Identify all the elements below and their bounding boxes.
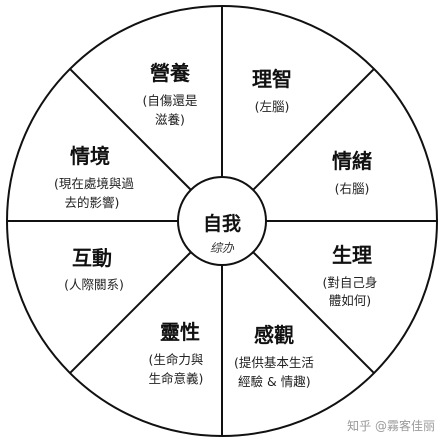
segment-title: 靈性	[160, 320, 200, 344]
spoke-line	[69, 68, 192, 191]
segment-subtitle: 體如何)	[329, 293, 371, 308]
segment-situation: 情境 (現在處境與過 去的影響)	[54, 144, 134, 210]
segment-subtitle: 經驗 & 情趣)	[238, 374, 311, 389]
segment-title: 情緒	[332, 149, 372, 173]
segment-subtitle: 生命意義)	[149, 371, 204, 386]
segment-interaction: 互動 (人際關系)	[64, 246, 124, 292]
segment-title: 營養	[150, 61, 191, 85]
segment-subtitle: (現在處境與過	[54, 176, 134, 191]
segment-subtitle: (左腦)	[255, 99, 290, 114]
segment-title: 互動	[72, 246, 112, 270]
segment-subtitle: 滋養)	[155, 112, 185, 127]
segment-title: 情境	[70, 144, 110, 168]
segment-nutrition: 營養 (自傷還是 滋養)	[143, 61, 198, 127]
segment-title: 理智	[252, 67, 292, 91]
spoke-line	[252, 251, 375, 374]
segment-spirituality: 靈性 (生命力與 生命意義)	[149, 320, 204, 386]
hub-circle	[177, 176, 267, 266]
segment-senses: 感觀 (提供基本生活 經驗 & 情趣)	[234, 323, 314, 389]
segment-title: 生理	[332, 243, 372, 267]
spoke-line	[252, 68, 375, 191]
spokes	[7, 6, 437, 436]
hub-note: 综办	[210, 241, 235, 255]
segment-reason: 理智 (左腦)	[252, 67, 292, 114]
hub-title: 自我	[203, 212, 241, 235]
segment-title: 感觀	[254, 323, 294, 347]
segment-subtitle: 去的影響)	[65, 195, 120, 210]
segment-subtitle: (對自己身	[323, 275, 378, 290]
segment-emotion: 情緒 (右腦)	[332, 149, 372, 196]
segment-subtitle: (右腦)	[335, 181, 370, 196]
segment-subtitle: (自傷還是	[143, 93, 198, 108]
segment-subtitle: (提供基本生活	[234, 355, 314, 370]
segment-subtitle: (人際關系)	[64, 277, 124, 292]
watermark: 知乎 @霧客佳丽	[347, 419, 435, 433]
segment-physiology: 生理 (對自己身 體如何)	[323, 243, 378, 308]
segment-subtitle: (生命力與	[149, 352, 204, 367]
spoke-line	[69, 251, 192, 374]
